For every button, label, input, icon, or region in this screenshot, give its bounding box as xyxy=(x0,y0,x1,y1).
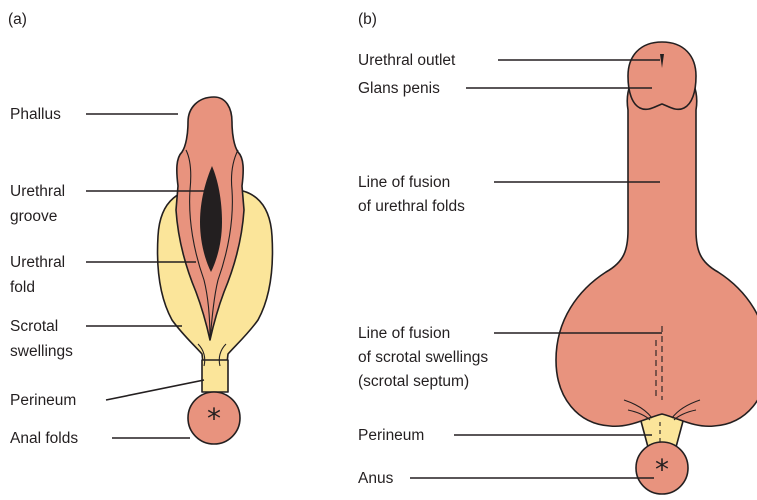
panel-a-tag: (a) xyxy=(8,11,27,28)
label-scrotal-swellings-2: swellings xyxy=(10,343,73,360)
label-phallus: Phallus xyxy=(10,106,61,123)
label-fusion-swellings-3: (scrotal septum) xyxy=(358,373,469,390)
label-urethral-groove-1: Urethral xyxy=(10,183,65,200)
panel-b-tag: (b) xyxy=(358,11,377,28)
label-perineum-b: Perineum xyxy=(358,427,424,444)
anus-asterisk-b: * xyxy=(655,453,669,486)
label-anus: Anus xyxy=(358,470,394,487)
label-perineum-a: Perineum xyxy=(10,392,76,409)
leader-perineum-a xyxy=(106,380,204,400)
label-glans-penis: Glans penis xyxy=(358,80,440,97)
glans-penis-shape xyxy=(628,42,696,109)
label-fusion-folds-1: Line of fusion xyxy=(358,174,450,191)
label-anal-folds: Anal folds xyxy=(10,430,78,447)
label-fusion-swellings-2: of scrotal swellings xyxy=(358,349,488,366)
label-scrotal-swellings-1: Scrotal xyxy=(10,318,58,335)
anus-asterisk-a: * xyxy=(207,402,221,435)
panel-b: (b) * Urethral outlet Glans penis Line o… xyxy=(358,11,757,494)
panel-a: (a) * Phallus Urethral groove Urethral f… xyxy=(8,11,272,447)
label-urethral-outlet: Urethral outlet xyxy=(358,52,456,69)
perineum-shape xyxy=(202,360,228,392)
label-urethral-groove-2: groove xyxy=(10,208,57,225)
label-fusion-swellings-1: Line of fusion xyxy=(358,325,450,342)
label-urethral-fold-2: fold xyxy=(10,279,35,296)
label-fusion-folds-2: of urethral folds xyxy=(358,198,465,215)
label-urethral-fold-1: Urethral xyxy=(10,254,65,271)
